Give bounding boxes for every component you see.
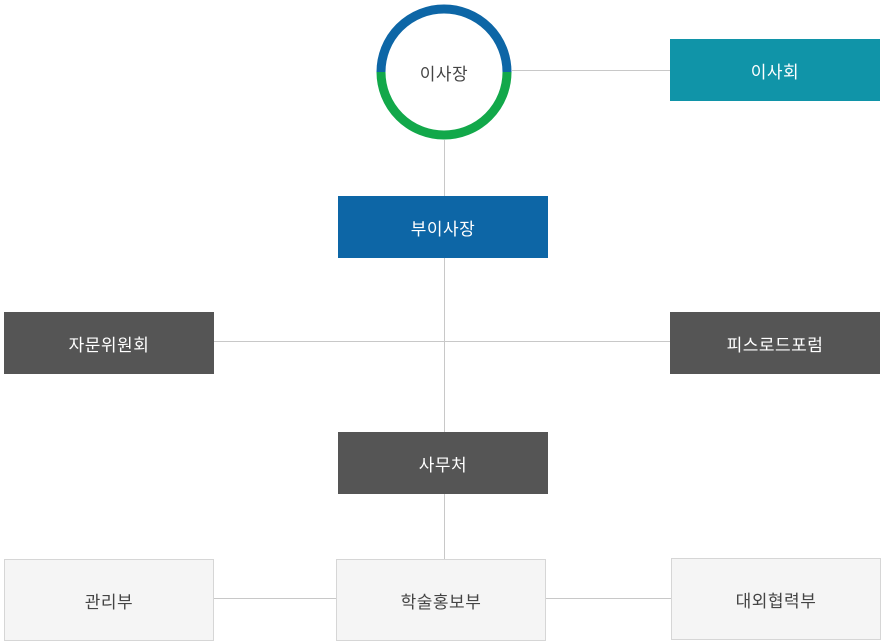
connector-chairman-board (512, 70, 670, 71)
piscorod-forum-box: 피스로드포럼 (670, 312, 880, 374)
connector-management-academic (213, 598, 337, 599)
ring-top-segment (376, 4, 512, 73)
secretariat-box: 사무처 (338, 432, 548, 494)
connector-academic-external (545, 598, 671, 599)
academic-pr-dept-box: 학술홍보부 (336, 559, 546, 641)
chairman-label: 이사장 (419, 64, 469, 85)
connector-committee-forum (214, 341, 670, 342)
chairman-node (376, 4, 512, 140)
advisory-committee-box: 자문위원회 (4, 312, 214, 374)
board-box: 이사회 (670, 39, 880, 101)
vice-chairman-box: 부이사장 (338, 196, 548, 258)
ring-bottom-segment (376, 71, 512, 140)
external-cooperation-dept-box: 대외협력부 (671, 558, 881, 640)
management-dept-box: 관리부 (4, 559, 214, 641)
connector-main-vertical (444, 140, 445, 560)
